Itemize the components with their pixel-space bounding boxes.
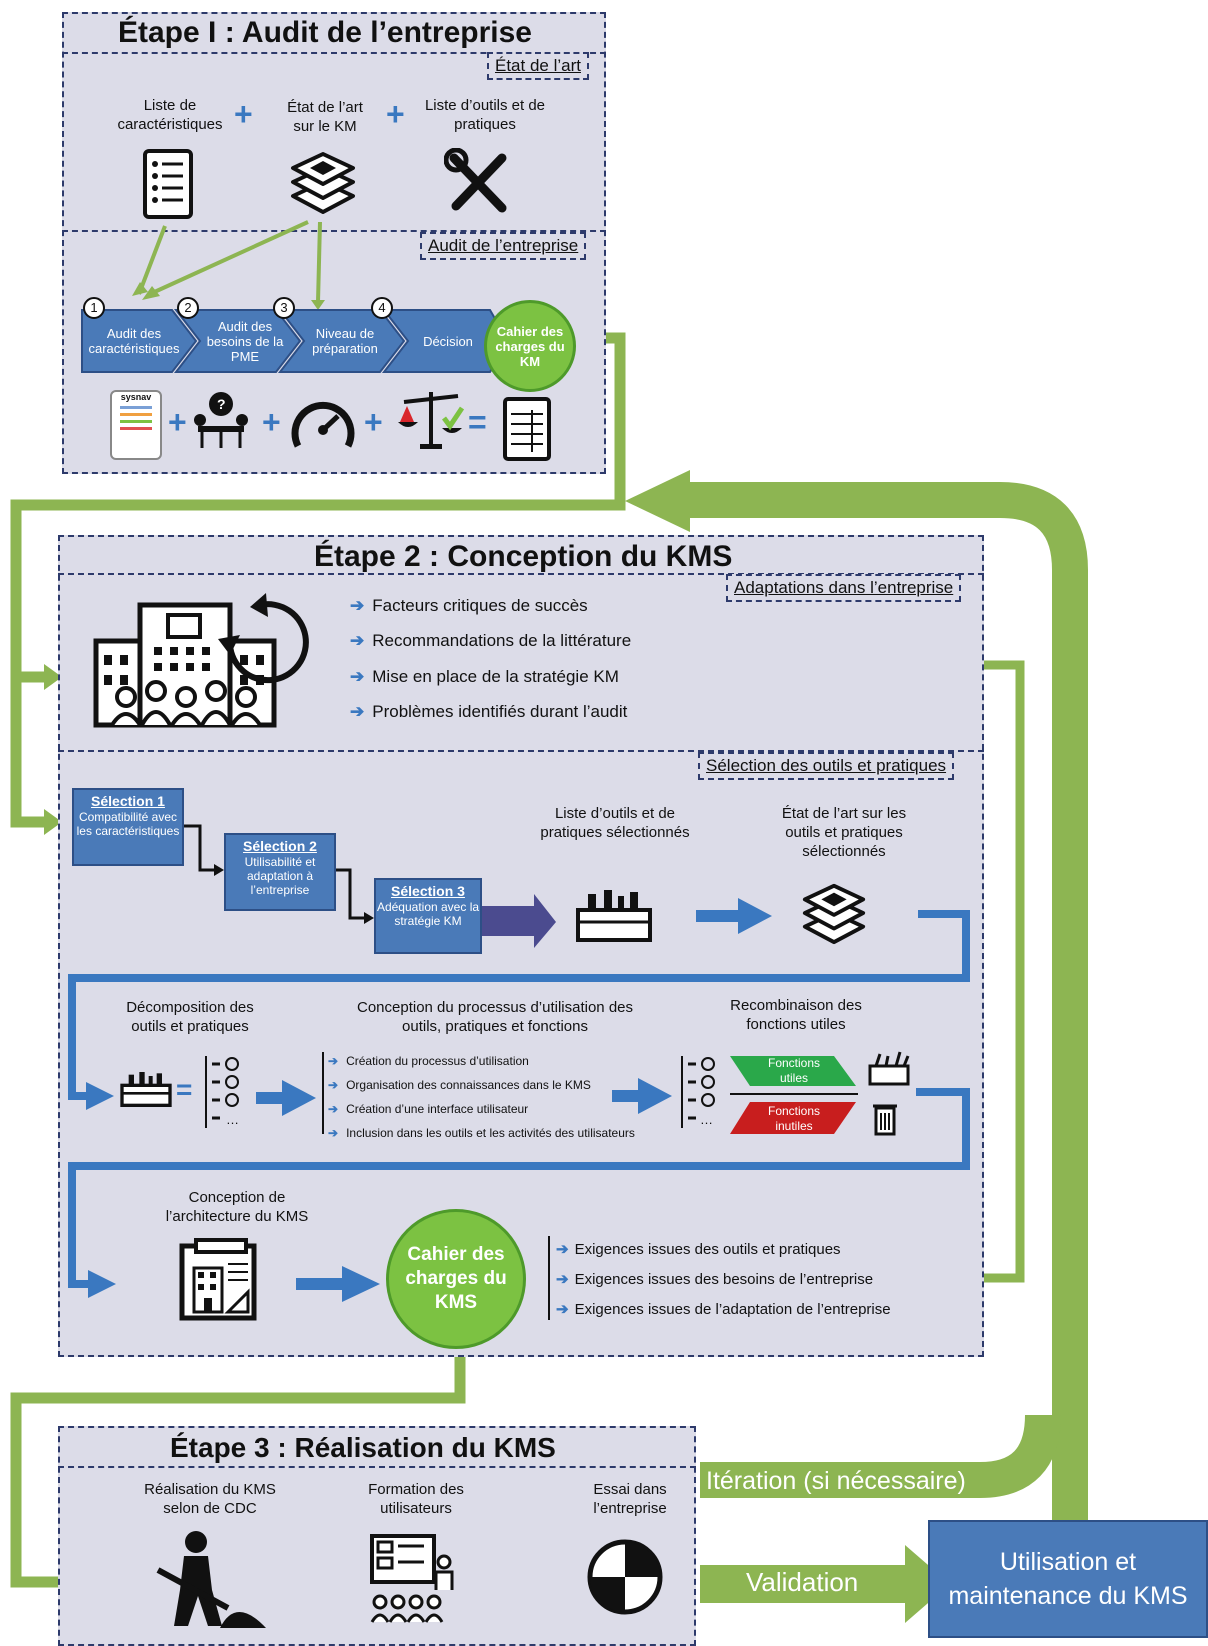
input-characteristics-label: Liste de caractéristiques	[117, 97, 223, 133]
process-item: ➔Organisation des connaissances dans le …	[328, 1078, 591, 1092]
sysnav-logo-text: sysnav	[120, 392, 152, 402]
selection-3-title: Sélection 3	[391, 883, 465, 899]
architecture-label: Conception de l’architecture du KMS	[165, 1189, 309, 1225]
step2-title-divider	[58, 573, 984, 575]
selection-1-text: Compatibilité avec les caractéristiques	[76, 810, 180, 838]
requirement-item: ➔Exigences issues des besoins de l’entre…	[556, 1271, 874, 1288]
selection-2-box: Sélection 2 Utilisabilité et adaptation …	[224, 833, 336, 911]
final-usage-box: Utilisation et maintenance du KMS	[928, 1520, 1208, 1638]
functions-list-icon	[681, 1056, 715, 1128]
kms-spec-circle: Cahier des charges du KMS	[386, 1209, 526, 1349]
selection-1-title: Sélection 1	[91, 793, 165, 809]
useful-functions-label: Fonctions utiles	[767, 1056, 821, 1085]
architecture-blueprint-icon	[179, 1238, 257, 1321]
step2-title: Étape 2 : Conception du KMS	[314, 540, 733, 573]
selected-art-label: État de l’art sur les outils et pratique…	[781, 805, 907, 860]
decomposition-label: Décomposition des outils et pratiques	[126, 999, 254, 1035]
functions-list-icon	[205, 1056, 239, 1128]
requirements-divider	[548, 1236, 550, 1320]
spec-document-icon	[503, 397, 551, 461]
equals-icon: =	[176, 1074, 193, 1105]
process-item: ➔Inclusion dans les outils et les activi…	[328, 1126, 635, 1140]
process-audit-needs: Audit des besoins de la PME	[206, 318, 284, 364]
tag-selection: Sélection des outils et pratiques	[698, 752, 955, 780]
requirement-item: ➔Exigences issues des outils et pratique…	[556, 1241, 841, 1258]
selection-1-box: Sélection 1 Compatibilité avec les carac…	[72, 788, 184, 866]
process-audit-characteristics: Audit des caractéristiques	[88, 326, 180, 356]
step-number-3: 3	[273, 297, 295, 319]
step-number-2: 2	[177, 297, 199, 319]
input-tools-label: Liste d’outils et de pratiques	[424, 97, 546, 133]
adapt-item: ➔Recommandations de la littérature	[350, 631, 632, 650]
checklist-icon	[143, 149, 193, 219]
function-tags	[730, 1056, 858, 1134]
gauge-icon	[291, 401, 355, 448]
toolbox-icon	[120, 1072, 172, 1107]
process-decision: Décision	[423, 333, 473, 349]
tag-etat-art: État de l’art	[487, 52, 589, 80]
selection-3-text: Adéquation avec la stratégie KM	[376, 900, 480, 928]
adapt-item: ➔Problèmes identifiés durant l’audit	[350, 702, 628, 721]
step3-title: Étape 3 : Réalisation du KMS	[170, 1432, 556, 1463]
worker-digging-icon	[156, 1531, 266, 1628]
selection-3-box: Sélection 3 Adéquation avec la stratégie…	[374, 878, 482, 954]
adapt-item: ➔Facteurs critiques de succès	[350, 596, 588, 615]
requirement-item: ➔Exigences issues de l’adaptation de l’e…	[556, 1301, 891, 1318]
ellipsis-text: …	[226, 1112, 239, 1127]
km-spec-circle: Cahier des charges du KM	[484, 300, 576, 392]
tag-audit-entreprise: Audit de l’entreprise	[420, 232, 587, 260]
sysnav-logo: sysnav	[110, 390, 162, 460]
ellipsis-text: …	[700, 1112, 713, 1127]
plus-icon: +	[364, 404, 383, 440]
final-usage-label: Utilisation et maintenance du KMS	[948, 1548, 1188, 1610]
plus-icon: +	[168, 404, 187, 440]
step1-audit-divider	[62, 230, 606, 232]
step3-title-divider	[58, 1466, 696, 1468]
toolbox-icon	[576, 890, 652, 942]
process-design-label: Conception du processus d’utilisation de…	[357, 999, 633, 1035]
company-adaptation-icon	[93, 593, 309, 728]
step1-title-divider	[62, 52, 606, 54]
target-icon	[587, 1539, 663, 1615]
step-number-1: 1	[83, 297, 105, 319]
meeting-icon: ?	[194, 392, 248, 448]
input-km-art-label: État de l’art sur le KM	[287, 99, 363, 135]
useless-functions-label: Fonctions inutiles	[767, 1104, 821, 1133]
step3-trial-label: Essai dans l’entreprise	[593, 1481, 667, 1517]
step1-title: Étape I : Audit de l’entreprise	[118, 16, 532, 49]
books-stack-icon	[802, 883, 866, 945]
adapt-item: ➔Mise en place de la stratégie KM	[350, 667, 619, 686]
validation-label: Validation	[746, 1567, 859, 1597]
balance-scale-icon	[398, 392, 465, 449]
step2-selection-divider	[58, 750, 984, 752]
iteration-label: Itération (si nécessaire)	[706, 1467, 966, 1495]
selection-2-text: Utilisabilité et adaptation à l’entrepri…	[244, 855, 316, 897]
toolbox-useful-icon	[868, 1051, 910, 1086]
training-icon	[370, 1534, 454, 1623]
plus-icon: +	[262, 404, 281, 440]
plus-icon: +	[234, 96, 253, 132]
svg-text:?: ?	[217, 396, 226, 412]
trash-icon	[873, 1104, 897, 1136]
step3-build-label: Réalisation du KMS selon de CDC	[144, 1481, 276, 1517]
selected-list-label: Liste d’outils et de pratiques sélection…	[540, 805, 690, 841]
equals-icon: =	[468, 404, 487, 440]
selection-2-title: Sélection 2	[243, 838, 317, 854]
process-readiness: Niveau de préparation	[312, 326, 378, 356]
recombination-label: Recombinaison des fonctions utiles	[730, 997, 862, 1033]
tools-icon	[444, 148, 507, 213]
process-item: ➔Création d’une interface utilisateur	[328, 1102, 529, 1116]
tag-adaptations: Adaptations dans l’entreprise	[726, 574, 962, 602]
step3-training-label: Formation des utilisateurs	[368, 1481, 464, 1517]
process-items-divider	[322, 1052, 324, 1134]
books-stack-icon	[291, 152, 355, 214]
plus-icon: +	[386, 96, 405, 132]
process-item: ➔Création du processus d’utilisation	[328, 1054, 529, 1068]
step-number-4: 4	[371, 297, 393, 319]
